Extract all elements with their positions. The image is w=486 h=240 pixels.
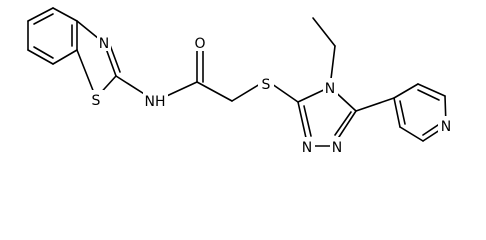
double-bond-inner <box>109 44 121 73</box>
bond <box>196 81 233 102</box>
atom-label: NH <box>145 94 166 110</box>
bond <box>355 97 395 112</box>
ethyl-group <box>312 17 336 88</box>
atom-triazole-n4: N <box>323 78 338 97</box>
label-backdrop <box>438 116 453 134</box>
atom-triazole-n1: N <box>330 137 345 156</box>
double-bond-inner <box>33 13 54 25</box>
atom-label: N <box>325 81 335 97</box>
atom-benzothiazole-s: S <box>88 90 104 109</box>
atom-label: N <box>302 140 312 156</box>
thiazole-ring <box>76 20 121 99</box>
bond <box>312 17 336 47</box>
atom-amide-nh: NH <box>143 90 168 110</box>
atom-label: O <box>194 36 205 52</box>
label-backdrop <box>143 90 168 110</box>
bond <box>271 83 299 103</box>
atom-label: N <box>99 36 109 52</box>
double-bond-inner <box>303 105 312 137</box>
double-bond-inner <box>334 111 352 136</box>
bond <box>393 97 401 128</box>
benzene-ring <box>27 7 78 65</box>
bond <box>27 7 54 22</box>
double-bond-inner <box>399 100 406 125</box>
bond <box>231 83 261 102</box>
bond <box>52 49 78 65</box>
bond <box>399 126 424 142</box>
molecule-drawing: N S NH O S N N N N <box>27 7 453 156</box>
atom-label: S <box>92 93 101 109</box>
bond <box>393 83 419 99</box>
chemical-structure-canvas: N S NH O S N N N N <box>27 7 453 156</box>
atom-label: N <box>332 140 342 156</box>
atom-triazole-n2: N <box>300 137 315 156</box>
label-backdrop <box>88 90 104 108</box>
label-backdrop <box>97 33 111 51</box>
atom-label: N <box>441 119 451 135</box>
atom-pyridine-n: N <box>438 116 453 135</box>
label-backdrop <box>323 78 338 96</box>
bond <box>417 83 446 97</box>
label-backdrop <box>193 33 209 51</box>
label-backdrop <box>330 137 345 155</box>
bond <box>52 7 78 22</box>
bond <box>27 49 54 65</box>
acetamide-linker <box>115 49 299 103</box>
double-bond-inner <box>33 46 54 59</box>
label-backdrop <box>300 137 315 155</box>
label-backdrop <box>258 74 274 92</box>
atom-benzothiazole-n: N <box>97 33 111 52</box>
atom-thioether-s: S <box>258 74 274 93</box>
atom-label: S <box>262 77 271 93</box>
double-bond-inner <box>417 89 440 101</box>
atom-carbonyl-o: O <box>193 33 209 52</box>
bond <box>297 101 307 139</box>
bond <box>336 110 357 141</box>
